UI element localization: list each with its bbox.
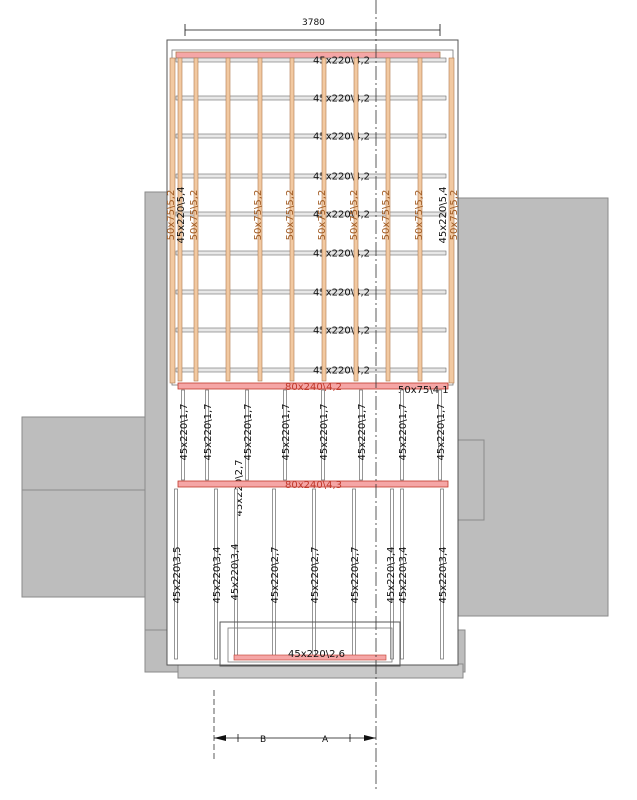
dimension-top-label: 3780 — [302, 18, 325, 28]
middle-joist — [245, 389, 249, 481]
middle-joist — [359, 389, 363, 481]
vertical-rafter — [321, 57, 327, 382]
horizontal-joist — [175, 250, 447, 256]
horizontal-joist-label: 45x220\4,2 — [313, 94, 370, 105]
section-arrow-left — [214, 735, 226, 741]
middle-joists: 45x220\1,7 45x220\1,7 45x220\1,7 45x220\1,7… — [179, 389, 447, 517]
middle-joist-label: 45x220\2,7 — [234, 459, 245, 516]
vertical-rafter-label: 50x75\5,2 — [381, 190, 392, 241]
middle-joist-label: 45x220\1,7 — [203, 403, 214, 460]
horizontal-joist — [175, 95, 447, 101]
horizontal-joist — [175, 327, 447, 333]
grey-block-right — [457, 197, 609, 617]
lower-joist-label: 45x220\3,4 — [398, 546, 409, 603]
middle-joist — [321, 389, 325, 481]
vertical-rafter — [353, 57, 359, 382]
vertical-rafter-label: 50x75\5,2 — [349, 190, 360, 241]
vertical-rafter — [257, 57, 263, 382]
vertical-rafter — [225, 57, 231, 382]
vertical-rafter-label: 45x220\5,4 — [438, 186, 449, 243]
bottom-opening-frame — [219, 621, 401, 667]
horizontal-joist — [175, 367, 447, 373]
horizontal-joist — [175, 133, 447, 139]
lower-joist — [440, 488, 444, 660]
lower-joist-label: 45x220\2,7 — [270, 546, 281, 603]
vertical-rafter-label: 50x75\5,2 — [449, 190, 460, 241]
lower-joist — [400, 488, 404, 660]
lower-joist-label: 45x220\3,4 — [230, 543, 241, 600]
horizontal-joist — [175, 173, 447, 179]
middle-joist — [438, 389, 442, 481]
lower-joist — [214, 488, 218, 660]
horizontal-joist-label: 45x220\4,2 — [313, 132, 370, 143]
middle-joist-label: 45x220\1,7 — [179, 403, 190, 460]
vertical-rafter-label: 50x75\5,2 — [414, 190, 425, 241]
middle-joist — [205, 389, 209, 481]
horizontal-joist-label: 45x220\4,2 — [313, 172, 370, 183]
vertical-rafter — [177, 57, 183, 382]
vertical-rafter-label: 45x220\5,4 — [176, 186, 187, 243]
bottom-beam-label: 45x220\2,6 — [288, 649, 345, 660]
vertical-rafter-label: 50x75\5,2 — [285, 190, 296, 241]
horizontal-joist-label: 45x220\4,2 — [313, 288, 370, 299]
section-marker-a: A — [322, 735, 329, 745]
horizontal-joist-label: 45x220\4,2 — [313, 366, 370, 377]
middle-joist — [181, 389, 185, 481]
vertical-rafter — [385, 57, 391, 382]
horizontal-joist — [175, 211, 447, 217]
horizontal-joist — [175, 57, 447, 63]
lower-beam-label: 80x240\4,3 — [285, 480, 342, 491]
lower-joist-label: 45x220\3,4 — [212, 546, 223, 603]
middle-joist — [400, 389, 404, 481]
middle-joist-label: 45x220\1,7 — [398, 403, 409, 460]
wall-stud-right — [448, 57, 455, 384]
horizontal-joist-label: 45x220\4,2 — [313, 326, 370, 337]
middle-joist-label: 45x220\1,7 — [436, 403, 447, 460]
upper-horizontal-joists: 45x220\4,2 45x220\4,2 45x220\4,2 45x220\4,2… — [175, 56, 447, 377]
horizontal-joist-label: 45x220\4,2 — [313, 210, 370, 221]
grey-block-left-outer — [21, 416, 148, 598]
middle-joist-label: 45x220\1,7 — [243, 403, 254, 460]
vertical-rafter-label: 50x75\5,2 — [189, 190, 200, 241]
vertical-rafter — [417, 57, 423, 382]
vertical-rafter — [289, 57, 295, 382]
lower-joist-label: 45x220\3,5 — [172, 546, 183, 603]
vertical-rafter — [193, 57, 199, 382]
lower-joist — [174, 488, 178, 660]
horizontal-joist-label: 45x220\4,2 — [313, 249, 370, 260]
middle-joist-label: 45x220\1,7 — [319, 403, 330, 460]
lower-joist-label: 45x220\2,7 — [310, 546, 321, 603]
upper-beam — [177, 382, 449, 390]
grey-block-left-inner — [144, 191, 168, 633]
lower-joist-label: 45x220\2,7 — [350, 546, 361, 603]
middle-joist-label: 45x220\1,7 — [357, 403, 368, 460]
bottom-opening-inner — [227, 627, 393, 663]
section-marker-b: B — [260, 735, 266, 745]
lower-joist-label: 45x220\3,4 — [386, 546, 397, 603]
lower-joist-label: 45x220\3,4 — [438, 546, 449, 603]
vertical-rafter-label: 50x75\5,2 — [253, 190, 264, 241]
horizontal-joist — [175, 289, 447, 295]
bottom-beam — [233, 654, 387, 661]
vertical-rafter-label: 50x75\5,2 — [166, 190, 177, 241]
horizontal-joist-label: 45x220\4,2 — [313, 56, 370, 67]
section-arrow-right — [364, 735, 376, 741]
middle-joist — [283, 389, 287, 481]
lower-beam — [177, 480, 449, 488]
wall-stud-left — [169, 57, 176, 384]
upper-beam-label: 80x240\4,2 — [285, 382, 342, 393]
upper-beam-right-label: 50x75\4,1 — [398, 385, 449, 396]
vertical-rafter-label: 50x75\5,2 — [317, 190, 328, 241]
middle-joist-label: 45x220\1,7 — [281, 403, 292, 460]
